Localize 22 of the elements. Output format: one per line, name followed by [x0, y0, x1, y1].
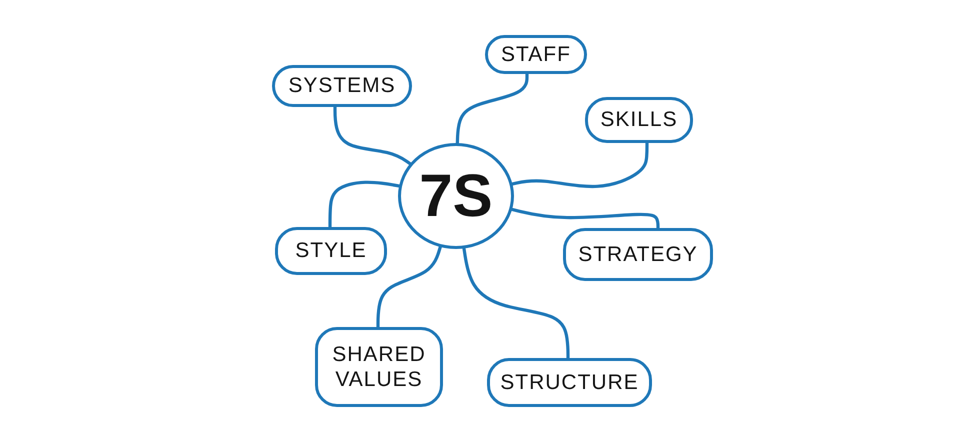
- topic-bubble: [487, 358, 652, 407]
- connector-line: [328, 180, 401, 229]
- connector-line: [376, 245, 442, 329]
- topic-bubble: [272, 65, 412, 107]
- topic-bubble: [563, 228, 713, 281]
- node-label: SHARED VALUES: [331, 342, 427, 392]
- node-label: SKILLS: [600, 107, 678, 133]
- node-label: SYSTEMS: [288, 73, 396, 99]
- node-label: STRATEGY: [578, 242, 698, 268]
- connector-line: [456, 72, 529, 145]
- connector-line: [510, 141, 649, 188]
- connector-line: [510, 208, 660, 230]
- topic-bubble: [275, 227, 387, 275]
- topic-bubble: [485, 35, 587, 74]
- node-label: STYLE: [295, 238, 367, 264]
- node-label: STAFF: [501, 42, 571, 68]
- topic-bubble: [315, 327, 443, 407]
- connector-line: [462, 246, 570, 360]
- node-label: 7S: [419, 166, 493, 226]
- node-label: STRUCTURE: [500, 370, 639, 396]
- topic-bubble: [585, 97, 693, 143]
- connector-line: [333, 105, 412, 166]
